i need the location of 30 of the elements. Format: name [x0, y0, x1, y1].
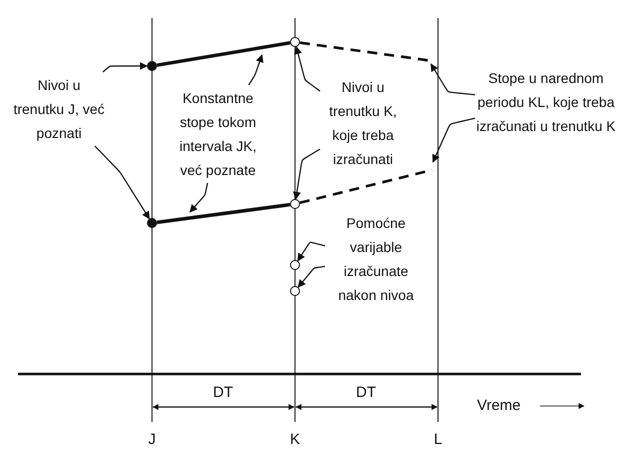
leader-arrow: [189, 182, 208, 213]
rate-line: [156, 202, 290, 224]
leader-arrow: [94, 146, 150, 220]
leader-arrow: [430, 63, 476, 96]
dimension-label: DT: [356, 384, 376, 402]
value-circle: [290, 260, 300, 270]
annotation-text: Stope u narednom periodu KL, koje treba izračunati u trenutku K: [476, 66, 616, 138]
time-point-label: K: [290, 431, 300, 449]
leader-arrow: [297, 242, 326, 262]
rate-line: [156, 41, 290, 67]
dimension-label: DT: [213, 384, 233, 402]
value-circle: [290, 199, 300, 209]
value-circle: [290, 286, 300, 296]
value-circle: [290, 37, 300, 47]
rate-line: [300, 168, 432, 204]
leader-arrow: [248, 54, 264, 86]
annotation-text: Pomoćne varijable izračunate nakon nivoa: [326, 211, 426, 307]
leader-arrow: [294, 46, 320, 92]
leader-arrow: [432, 118, 476, 163]
annotation-text: Nivoi u trenutku K, koje treba izračunati: [321, 75, 405, 171]
leader-arrow: [292, 148, 320, 200]
annotation-text: Konstantne stope tokom intervala JK, već poznate: [168, 86, 268, 182]
level-dot: [147, 218, 157, 228]
axis-label: Vreme: [477, 397, 521, 415]
leader-arrow: [298, 266, 326, 288]
level-dot: [147, 61, 157, 71]
time-point-label: L: [434, 431, 442, 449]
time-point-label: J: [148, 431, 156, 449]
leader-arrow: [102, 62, 148, 72]
annotation-text: Nivoi u trenutku J, već poznati: [13, 73, 105, 145]
